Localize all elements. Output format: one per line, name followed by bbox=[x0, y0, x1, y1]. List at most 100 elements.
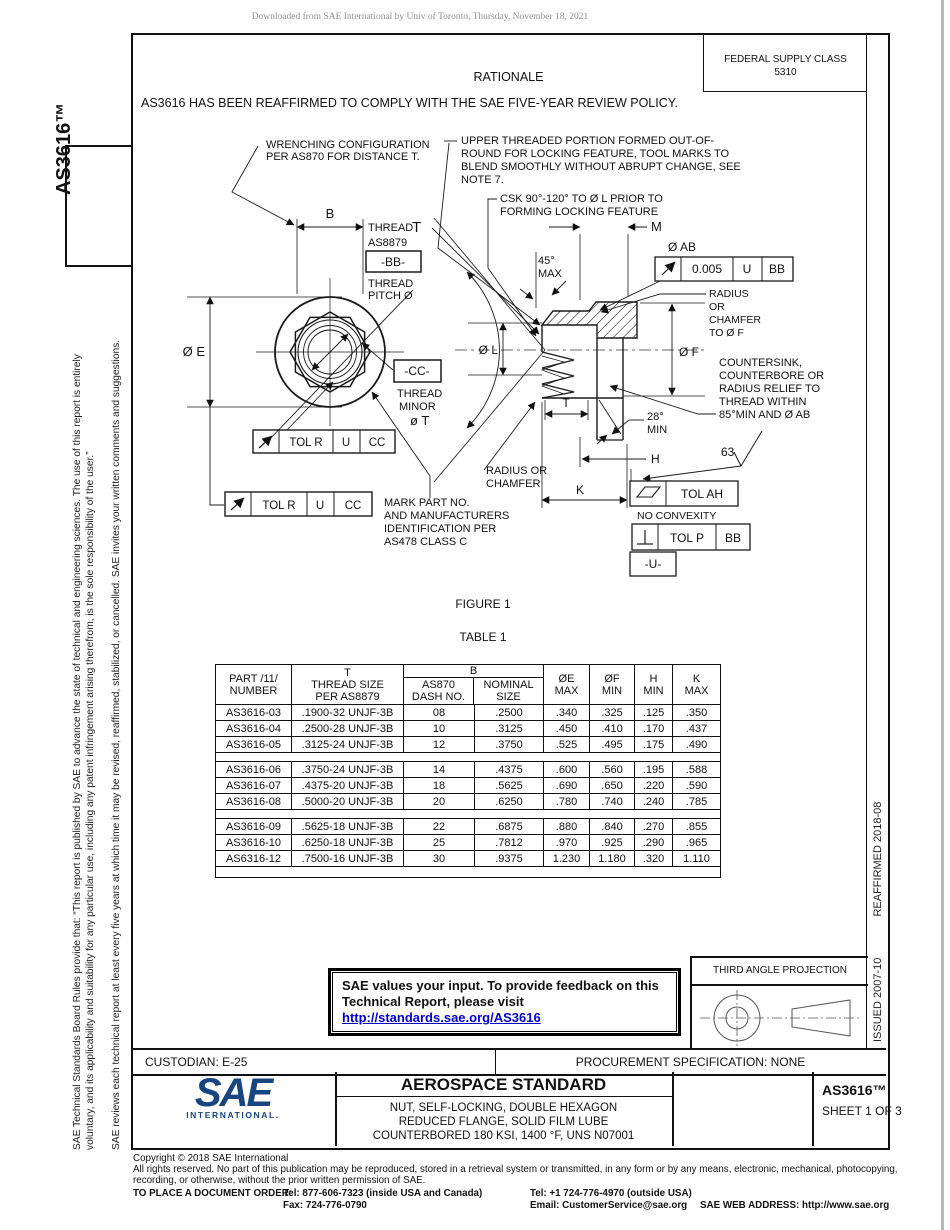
title-block-divider2 bbox=[672, 1072, 674, 1146]
mark-note-line1: MARK PART NO. bbox=[384, 497, 470, 509]
radius-f-line2: OR bbox=[709, 301, 725, 313]
csk-note-line1: CSK 90°-120° TO Ø L PRIOR TO bbox=[500, 193, 663, 205]
feedback-line2: Technical Report, please visit bbox=[342, 994, 524, 1009]
standard-subtitle2: REDUCED FLANGE, SOLID FILM LUBE bbox=[398, 1116, 609, 1128]
figure-caption: FIGURE 1 bbox=[455, 597, 511, 611]
dim-oab: Ø AB bbox=[668, 240, 696, 254]
fcf-r1-u: U bbox=[342, 437, 350, 449]
countersink-line4: THREAD WITHIN bbox=[719, 396, 806, 408]
radius-chamfer-line2: CHAMFER bbox=[486, 478, 540, 490]
title-block-hline bbox=[335, 1096, 672, 1097]
section-view bbox=[433, 140, 794, 577]
datum-u: -U- bbox=[645, 557, 662, 571]
table-spacer-row bbox=[215, 866, 721, 878]
third-angle-symbol bbox=[700, 990, 860, 1046]
angle-28-min: MIN bbox=[647, 424, 667, 436]
radius-f-line1: RADIUS bbox=[709, 288, 749, 300]
fcf-p-tol: TOL P bbox=[670, 531, 704, 545]
radius-f-line4: TO Ø F bbox=[709, 327, 744, 339]
thread-spec: AS8879 bbox=[368, 237, 407, 249]
angle-45: 45° bbox=[538, 255, 555, 267]
upper-thread-note-line1: UPPER THREADED PORTION FORMED OUT-OF- bbox=[461, 135, 715, 147]
federal-supply-class-box: FEDERAL SUPPLY CLASS 5310 bbox=[703, 35, 867, 92]
wrenching-note-line2: PER AS870 FOR DISTANCE T. bbox=[266, 151, 420, 163]
rationale-title: RATIONALE bbox=[473, 70, 544, 84]
legal-footer: Copyright © 2018 SAE International All r… bbox=[133, 1153, 943, 1212]
mark-note-line2: AND MANUFACTURERS bbox=[384, 510, 509, 522]
standard-subtitle3: COUNTERBORED 180 KSI, 1400 °F, UNS N0700… bbox=[372, 1130, 635, 1142]
countersink-line2: COUNTERBORE OR bbox=[719, 370, 824, 382]
top-view bbox=[187, 145, 540, 517]
upper-thread-note-line3: BLEND SMOOTHLY WITHOUT ABRUPT CHANGE, SE… bbox=[461, 161, 741, 173]
fcf-p-datum: BB bbox=[725, 531, 741, 545]
order-label: TO PLACE A DOCUMENT ORDER: bbox=[133, 1187, 293, 1199]
fcf-ab-tol: 0.005 bbox=[692, 262, 722, 276]
fsc-label: FEDERAL SUPPLY CLASS bbox=[724, 54, 847, 65]
dim-of: Ø F bbox=[679, 345, 699, 359]
surface-finish-63: 63 bbox=[721, 445, 735, 459]
feedback-line1: SAE values your input. To provide feedba… bbox=[342, 978, 659, 993]
fcf-r2-tol: TOL R bbox=[262, 500, 295, 512]
fcf-r1-tol: TOL R bbox=[289, 437, 322, 449]
sae-logo: SAE INTERNATIONAL. bbox=[131, 1073, 335, 1120]
dim-oe: Ø E bbox=[183, 344, 206, 359]
copyright-line: Copyright © 2018 SAE International bbox=[133, 1153, 289, 1164]
thread-minor-dia: ø T bbox=[410, 413, 429, 428]
order-fax: Fax: 724-776-0790 bbox=[283, 1199, 367, 1211]
fcf-ah-tol: TOL AH bbox=[681, 487, 723, 501]
feedback-link[interactable]: http://standards.sae.org/AS3616 bbox=[342, 1010, 541, 1025]
download-watermark: Downloaded from SAE International by Uni… bbox=[251, 12, 589, 22]
sheet-number: SHEET 1 OF 3 bbox=[822, 1104, 902, 1118]
col-part: PART /11/NUMBER bbox=[215, 664, 292, 705]
dim-t: T bbox=[562, 396, 570, 410]
title-block-divider1 bbox=[335, 1072, 337, 1146]
countersink-line5: 85°MIN AND Ø AB bbox=[719, 409, 810, 421]
dim-ol: Ø L bbox=[479, 343, 499, 357]
order-email: Email: CustomerService@sae.org bbox=[530, 1199, 688, 1211]
rights-line2: recording, or otherwise, without the pri… bbox=[133, 1175, 426, 1187]
page-edge bbox=[941, 0, 944, 1230]
thread-label: THREAD bbox=[368, 222, 413, 234]
dim-m: M bbox=[651, 219, 662, 234]
right-margin-divider bbox=[866, 33, 867, 1048]
feedback-box: SAE values your input. To provide feedba… bbox=[328, 968, 681, 1036]
no-convexity-note: NO CONVEXITY bbox=[637, 510, 716, 522]
wrenching-note-line1: WRENCHING CONFIGURATION bbox=[266, 139, 430, 151]
table-caption: TABLE 1 bbox=[459, 630, 507, 644]
order-tel2: Tel: +1 724-776-4970 (outside USA) bbox=[530, 1187, 692, 1199]
doc-number: AS3616™ bbox=[822, 1082, 887, 1098]
thread-minor-line1: THREAD bbox=[397, 388, 442, 400]
datum-cc: -CC- bbox=[404, 364, 429, 378]
fcf-ab-datum: BB bbox=[769, 262, 785, 276]
standard-heading: AEROSPACE STANDARD bbox=[400, 1075, 607, 1094]
web-address: SAE WEB ADDRESS: http://www.sae.org bbox=[700, 1199, 890, 1211]
fsc-code: 5310 bbox=[774, 67, 797, 78]
admin-divider bbox=[495, 1050, 496, 1074]
fcf-r2-datum: CC bbox=[345, 500, 362, 512]
thread-t: T bbox=[412, 219, 421, 236]
countersink-line3: RADIUS RELIEF TO bbox=[719, 383, 821, 395]
dim-b: B bbox=[326, 206, 335, 221]
thread-minor-line2: MINOR bbox=[399, 401, 436, 413]
upper-thread-note-line2: ROUND FOR LOCKING FEATURE, TOOL MARKS TO bbox=[461, 148, 730, 160]
angle-45-max: MAX bbox=[538, 268, 563, 280]
mark-note-line4: AS478 CLASS C bbox=[384, 536, 467, 548]
countersink-line1: COUNTERSINK, bbox=[719, 357, 802, 369]
dim-k: K bbox=[576, 483, 584, 497]
standard-subtitle1: NUT, SELF-LOCKING, DOUBLE HEXAGON bbox=[389, 1102, 618, 1114]
